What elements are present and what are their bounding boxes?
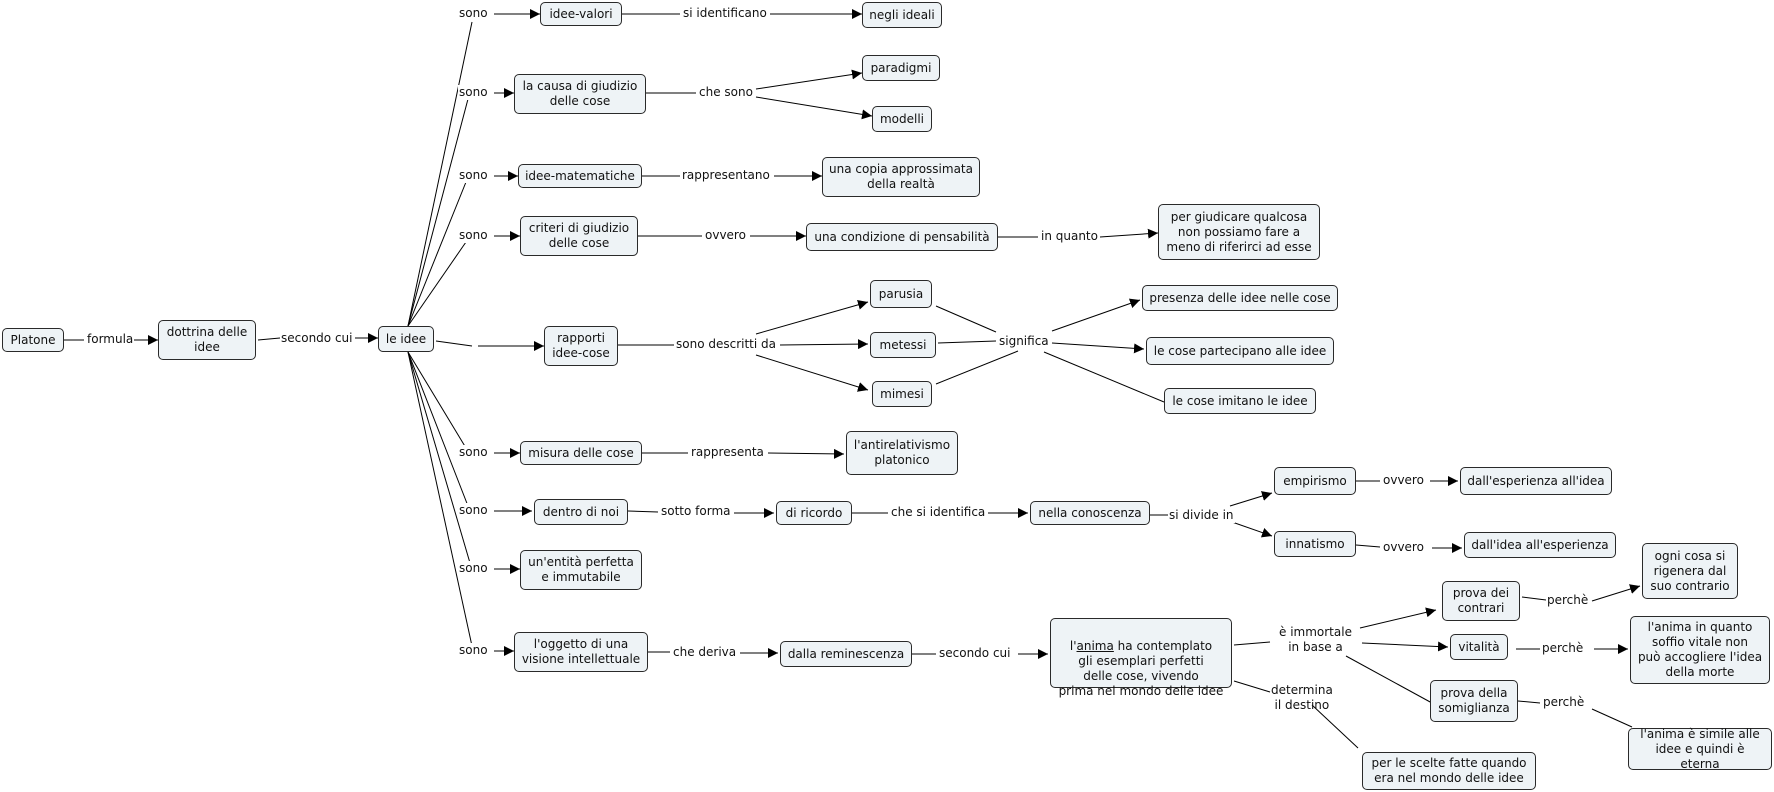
link-sono: sono [458, 445, 489, 460]
node-le-idee: le idee [378, 326, 434, 352]
node-modelli: modelli [872, 106, 932, 132]
node-prova-dei-contrari: prova dei contrari [1442, 581, 1520, 621]
link-si-divide-in: si divide in [1168, 508, 1235, 523]
link-rappresentano: rappresentano [681, 168, 771, 183]
link-sono: sono [458, 643, 489, 658]
node-cose-imitano: le cose imitano le idee [1164, 388, 1316, 414]
link-perche: perchè [1541, 641, 1585, 656]
link-e-immortale: è immortale in base a [1279, 625, 1352, 654]
node-idee-matematiche: idee-matematiche [518, 164, 642, 188]
link-sono: sono [458, 168, 489, 183]
node-anima-soffio-vitale: l'anima in quanto soffio vitale non può … [1630, 616, 1770, 684]
link-in-quanto: in quanto [1040, 229, 1099, 244]
link-determina-il-destino: determina il destino [1271, 683, 1333, 712]
node-esperienza-idea: dall'esperienza all'idea [1460, 467, 1612, 495]
anima-text-post: ha contemplato gli esemplari perfetti de… [1058, 639, 1224, 698]
node-rapporti-idee-cose: rapporti idee-cose [544, 326, 618, 366]
link-perche: perchè [1542, 695, 1586, 710]
link-sono: sono [458, 6, 489, 21]
node-empirismo: empirismo [1274, 467, 1356, 495]
anima-link-word[interactable]: anima [1076, 639, 1114, 653]
node-cose-partecipano: le cose partecipano alle idee [1146, 337, 1334, 365]
node-presenza-idee: presenza delle idee nelle cose [1142, 285, 1338, 311]
node-prova-della-somiglianza: prova della somiglianza [1430, 680, 1518, 722]
node-entita-perfetta: un'entità perfetta e immutabile [520, 550, 642, 590]
node-misura-delle-cose: misura delle cose [520, 441, 642, 465]
node-criteri-di-giudizio: criteri di giudizio delle cose [520, 216, 638, 256]
link-perche: perchè [1546, 593, 1590, 608]
node-anima-simile: l'anima è simile alle idee e quindi è et… [1628, 727, 1772, 771]
link-significa: significa [998, 334, 1050, 349]
link-secondo-cui: secondo cui [938, 646, 1012, 661]
link-secondo-cui: secondo cui [280, 331, 354, 346]
node-idee-valori: idee-valori [540, 2, 622, 26]
node-platone: Platone [2, 328, 64, 352]
link-ovvero: ovvero [704, 228, 747, 243]
link-sono: sono [458, 228, 489, 243]
link-sotto-forma: sotto forma [660, 504, 732, 519]
node-vitalita: vitalità [1450, 634, 1508, 660]
link-che-sono: che sono [698, 85, 754, 100]
link-sono: sono [458, 561, 489, 576]
node-di-ricordo: di ricordo [776, 501, 852, 525]
node-negli-ideali: negli ideali [862, 2, 942, 28]
link-che-si-identifica: che si identifica [890, 505, 987, 520]
node-anima-contemplato: l'anima ha contemplato gli esemplari per… [1050, 618, 1232, 698]
node-copia-approssimata: una copia approssimata della realtà [822, 157, 980, 197]
node-parusia: parusia [870, 280, 932, 308]
link-rappresenta: rappresenta [690, 445, 765, 460]
node-idea-esperienza: dall'idea all'esperienza [1464, 532, 1616, 558]
node-causa-di-giudizio: la causa di giudizio delle cose [514, 74, 646, 114]
node-ogni-cosa-rigenera: ogni cosa si rigenera dal suo contrario [1642, 543, 1738, 599]
anima-text-pre: l' [1069, 639, 1077, 653]
node-condizione-pensabilita: una condizione di pensabilità [806, 223, 998, 251]
link-che-deriva: che deriva [672, 645, 738, 660]
node-paradigmi: paradigmi [862, 55, 940, 81]
node-dalla-reminescenza: dalla reminescenza [780, 641, 912, 667]
link-si-identificano: si identificano [682, 6, 768, 21]
link-formula: formula [86, 332, 135, 347]
node-nella-conoscenza: nella conoscenza [1030, 501, 1150, 525]
link-ovvero: ovvero [1382, 473, 1425, 488]
node-scelte-fatte: per le scelte fatte quando era nel mondo… [1362, 752, 1536, 790]
node-per-giudicare: per giudicare qualcosa non possiamo fare… [1158, 204, 1320, 260]
link-sono-descritti-da: sono descritti da [675, 337, 778, 352]
node-mimesi: mimesi [872, 381, 932, 407]
link-ovvero: ovvero [1382, 540, 1425, 555]
node-dottrina-delle-idee: dottrina delle idee [158, 320, 256, 360]
node-oggetto-visione: l'oggetto di una visione intellettuale [514, 632, 648, 672]
node-antirelativismo: l'antirelativismo platonico [846, 431, 958, 475]
link-sono: sono [458, 503, 489, 518]
node-metessi: metessi [870, 332, 936, 358]
link-sono: sono [458, 85, 489, 100]
node-innatismo: innatismo [1274, 531, 1356, 557]
node-dentro-di-noi: dentro di noi [534, 499, 628, 525]
